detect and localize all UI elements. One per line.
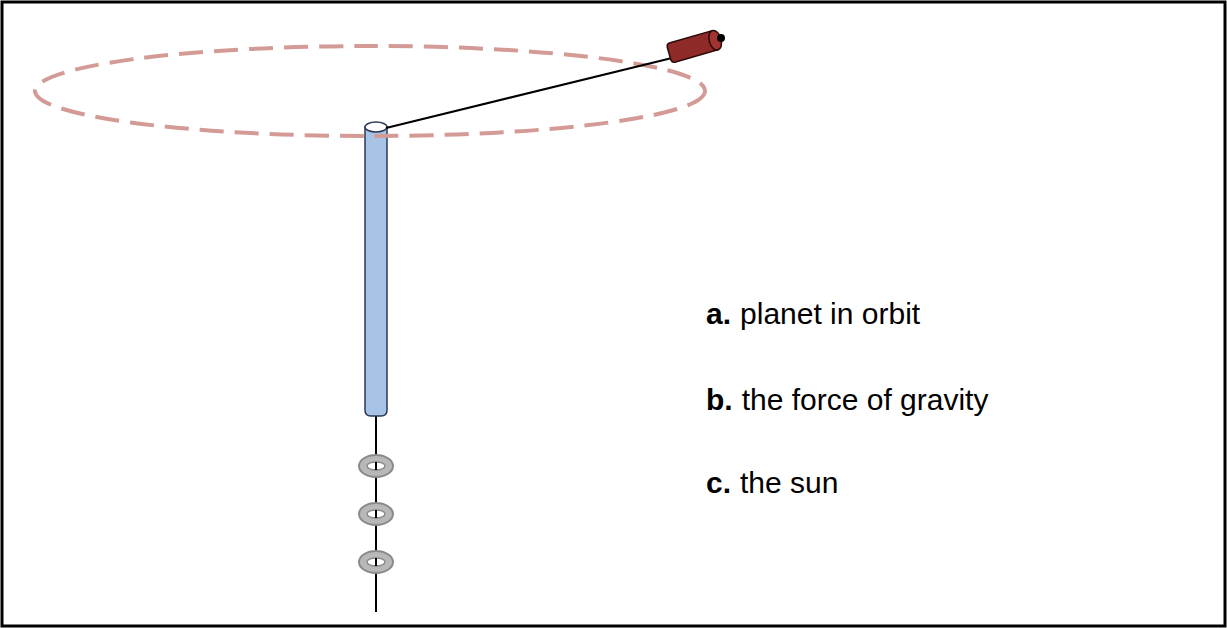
string-knot	[717, 34, 725, 42]
washer	[359, 503, 393, 525]
orbit-string	[386, 58, 672, 128]
rubber-stopper	[666, 29, 723, 63]
item-label: planet in orbit	[740, 296, 920, 332]
item-letter: b.	[706, 382, 733, 418]
washer	[359, 551, 393, 573]
orbit-path	[35, 46, 705, 136]
tube	[365, 122, 387, 416]
item-label: the force of gravity	[742, 382, 989, 418]
hanging-string	[375, 412, 377, 612]
washer	[359, 455, 393, 477]
item-letter: a.	[706, 296, 731, 332]
item-letter: c.	[706, 465, 731, 501]
item-label: the sun	[740, 465, 838, 501]
washers	[359, 455, 393, 573]
